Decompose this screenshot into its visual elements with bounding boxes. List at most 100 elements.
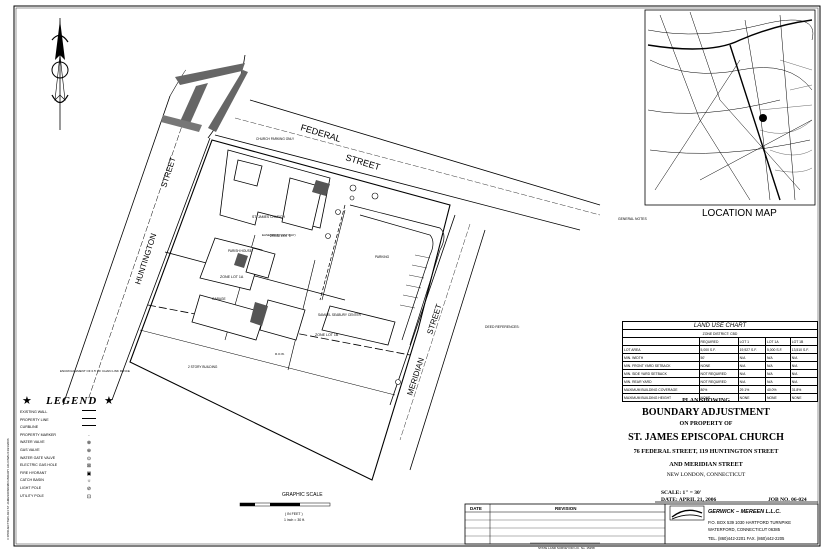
owner-name: ST. JAMES EPISCOPAL CHURCH [628,432,784,443]
firm-phone: TEL. (860)442-2201 FAX. (860)442-2205 [708,536,785,541]
land-use-header-cell [622,337,700,346]
title-block-frame [464,501,819,545]
label-zone-lot-1b: ZONE LOT 1B [315,333,339,337]
legend-item: FIRE HYDRANT▣ [20,471,91,477]
on-property-of: ON PROPERTY OF [679,421,733,427]
firm-logo-icon [669,505,705,521]
land-use-cell: 50' [698,353,739,362]
land-use-cell: 80% [698,385,739,394]
graphic-scale-bar [239,502,331,507]
legend-item: WATER GATE VALVE ⊙ [20,455,91,462]
land-use-cell: NOT REQUIRED [698,369,739,378]
land-use-cell: 19,927 S.F. [737,345,766,354]
land-use-cell: N/A [789,377,819,386]
firm-address-2: WATERFORD, CONNECTICUT 06385 [708,527,781,532]
legend-title: LEGEND [46,395,98,407]
land-use-header-cell: REQUIRED [698,337,739,346]
legend-item-symbol-icon [82,410,96,414]
legend-item-label: LIGHT POLE [20,486,42,490]
legend-star-right-icon: ★ [104,395,114,407]
land-use-cell: 31.8% [789,385,819,394]
legend-item-label: UTILITY POLE [20,493,44,498]
land-use-cell: MAXIMUM BUILDING COVERAGE [622,385,700,394]
firm-address-1: P.O. BOX 539 1030 HARTFORD TURNPIKE [708,520,791,525]
city: NEW LONDON, CONNECTICUT [666,472,746,478]
legend-item-label: EXISTING WALL [20,410,48,414]
legend-item-symbol-icon: ⊙ [86,455,92,462]
label-zone-lot-1a: ZONE LOT 1A [220,275,244,279]
buildings [191,149,396,346]
location-map [644,9,816,206]
label-parish-house: PARISH HOUSE [228,249,252,253]
label-easement: EASEMENT (VEH. WAY) [262,233,296,237]
legend-item-symbol-icon: ⊕ [86,448,92,454]
label-zone-lot-1: ZONE LOT 1 [270,234,291,238]
legend-item-symbol-icon: ⊘ [86,486,92,492]
legend-item-symbol-icon: ⊗ [86,440,92,447]
land-use-cell: LOT AREA [622,345,700,354]
land-use-cell: N/A [789,361,819,370]
sheet-border [13,5,821,547]
legend-item: PROPERTY MARKER· [20,433,90,439]
land-use-cell: NOT REQUIRED [698,377,739,386]
legend-item-label: CATCH BASIN [20,478,44,483]
label-seabury: SAMUEL SEABURY CENTER [318,313,362,317]
sidewalk-hatching [161,63,248,132]
land-use-chart-subtitle: ZONE DISTRICT: CBD [622,329,818,338]
legend-item-label: WATER VALVE [20,440,45,445]
land-use-header-cell: LOT 1 [737,337,766,346]
legend-item-symbol-icon: · [88,432,90,439]
legend-item: CATCH BASIN☼ [20,478,91,484]
land-use-header-cell: LOT 1A [764,337,791,346]
date: DATE: APRIL 21, 2006 [661,497,717,503]
land-use-cell: MIN. REAR YARD [622,377,700,386]
label-encroachment: ENCROACHMENT OF 0.5' OF CHAIN LINK FENCE [60,369,130,373]
land-use-cell: MIN. WIDTH [622,353,700,362]
land-use-cell: N/A [764,361,791,370]
legend-item: WATER VALVE ⊗ [20,440,91,446]
tree-icons [325,184,401,385]
land-use-chart-title: LAND USE CHART [622,321,818,330]
land-use-cell: N/A [764,377,791,386]
land-use-cell: N/A [737,353,766,362]
land-use-cell: N/A [789,353,819,362]
land-use-header-cell: LOT 1B [789,337,819,346]
label-two-story: 2 STORY BUILDING [188,365,218,369]
legend-item-label: PROPERTY LINE [20,417,49,422]
legend-item: LIGHT POLE ⊘ [20,486,91,492]
sheet-inner-border [15,7,819,545]
land-use-cell: N/A [764,369,791,378]
label-row: R.O.W. [275,352,285,356]
location-map-title: LOCATION MAP [702,208,777,219]
legend-item: UTILITY POLE ⊡ [20,493,91,500]
job-number: JOB NO. 06-024 [768,497,807,503]
revision-date-header: DATE [470,506,482,511]
graphic-scale-unit: ( IN FEET ) [285,512,303,516]
street-label-huntington: HUNTINGTON [133,232,158,286]
general-notes: GENERAL NOTES [618,217,808,222]
legend-item-symbol-icon [82,417,96,422]
main-title: BOUNDARY ADJUSTMENT [642,407,770,418]
legend-item: PROPERTY LINE [20,417,96,422]
label-garage: GARAGE [212,297,226,301]
legend-item-label: WATER GATE VALVE [20,455,56,460]
parking-stalls [399,254,431,309]
land-use-cell: NONE [789,393,819,402]
land-use-cell: NONE [737,393,766,402]
firm-name: GERWICK – MEREEN L.L.C. [708,509,781,515]
street-label-meridian-street: STREET [425,303,443,336]
land-use-cell: MIN. SIDE YARD SETBACK [622,369,700,378]
graphic-scale-title: GRAPHIC SCALE [282,492,323,498]
legend-item-symbol-icon: ⊡ [86,493,92,500]
legend-item-label: ELECTRIC GAS HOLE [20,463,58,468]
north-arrow-icon [51,18,69,130]
street-label-huntington-street: STREET [159,156,177,189]
